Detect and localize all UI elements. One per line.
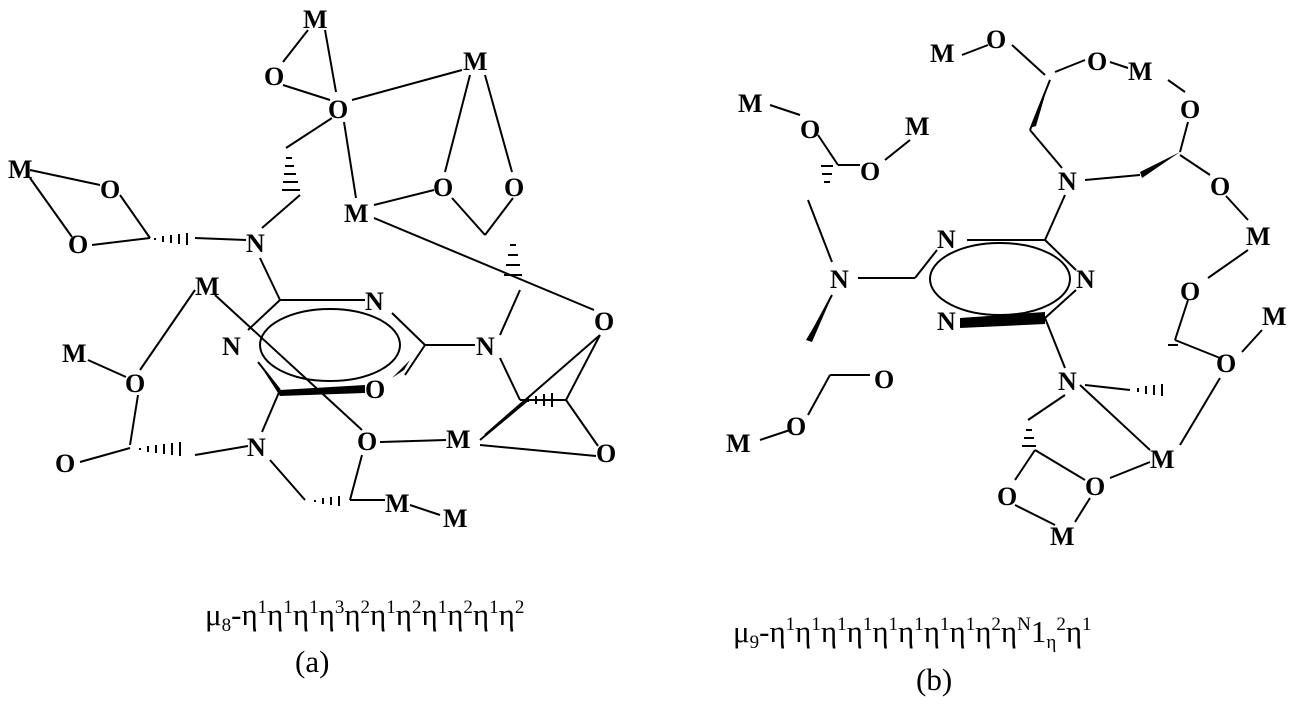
atom-label: M (1246, 222, 1271, 251)
structure-b-hashed-bonds (821, 165, 1178, 447)
atom-label: M (930, 39, 955, 68)
atom-label: O (594, 307, 614, 336)
atom-label: M (463, 47, 488, 76)
atom-label: O (786, 412, 806, 441)
atom-label: M (385, 489, 410, 518)
atom-label: N (246, 229, 265, 258)
atom-label: M (443, 504, 468, 533)
atom-label: M (738, 89, 763, 118)
structure-a-hashed-bonds (139, 157, 553, 506)
structure-b-wedge-bond-2 (1030, 78, 1050, 128)
atom-label: N (1076, 265, 1095, 294)
atom-label: M (905, 112, 930, 141)
structure-a-wedge-bond (258, 362, 365, 396)
atom-label: O (1180, 277, 1200, 306)
atom-label: O (264, 62, 284, 91)
mu-symbol: μ (205, 597, 222, 632)
atom-label: M (726, 429, 751, 458)
atom-label: M (1128, 57, 1153, 86)
atom-label: O (68, 230, 88, 259)
atom-label: N (937, 225, 956, 254)
atom-label: M (1150, 445, 1175, 474)
atom-label: O (328, 95, 348, 124)
atom-label: M (303, 5, 328, 34)
atom-label: O (1216, 349, 1236, 378)
atom-label: O (1210, 172, 1230, 201)
mu-subscript: 9 (750, 632, 760, 653)
atom-label: O (1180, 95, 1200, 124)
atom-label: M (8, 155, 33, 184)
atom-label: N (830, 265, 849, 294)
atom-label: O (55, 449, 75, 478)
atom-label: O (433, 173, 453, 202)
atom-label: O (986, 25, 1006, 54)
structure-a-wedge-bond-2 (392, 360, 410, 378)
atom-label: O (357, 427, 377, 456)
structure-b-wedge-bond-3 (1140, 152, 1180, 178)
atom-label: N (365, 287, 384, 316)
mu-symbol: μ (733, 614, 750, 649)
structure-b: M O O M O M O M O N O N N M N N O O M O … (726, 25, 1287, 697)
structure-b-label: (b) (916, 662, 952, 697)
atom-label: O (365, 375, 385, 404)
atom-label: O (874, 365, 894, 394)
atom-label: O (997, 482, 1017, 511)
atom-label: N (222, 332, 241, 361)
mu-subscript: 8 (222, 615, 232, 636)
atom-label: O (504, 173, 524, 202)
atom-label: O (860, 157, 880, 186)
atom-label: M (446, 425, 471, 454)
atom-label: O (800, 115, 820, 144)
structure-a: M O M O O O M M O O N O M N N M O N O O … (8, 5, 616, 679)
atom-label: N (937, 307, 956, 336)
structure-a-bonds (29, 29, 601, 516)
structure-a-label: (a) (295, 644, 329, 679)
atom-label: M (1262, 302, 1287, 331)
atom-label: N (1058, 167, 1077, 196)
atom-label: O (1087, 47, 1107, 76)
atom-label: N (1058, 367, 1077, 396)
structure-a-caption: μ8-η1η1η1η3η2η1η2η1η2η1η2 (205, 597, 524, 636)
atom-label: N (247, 433, 266, 462)
atom-label: O (125, 369, 145, 398)
structure-b-caption: μ9-η1η1η1η1η1η1η1η1η2ηN1η2η1 (733, 614, 1092, 653)
atom-label: O (100, 175, 120, 204)
structure-b-atoms: M O O M O M O M O N O N N M N N O O M O … (726, 25, 1287, 551)
structure-b-wedge-bond-4 (806, 296, 832, 342)
atom-label: M (62, 339, 87, 368)
atom-label: O (596, 439, 616, 468)
atom-label: N (476, 332, 495, 361)
structure-b-wedge-bond (960, 312, 1045, 328)
structure-a-atoms: M O M O O O M M O O N O M N N M O N O O … (8, 5, 616, 518)
atom-label: M (1050, 522, 1075, 551)
atom-label: M (344, 199, 369, 228)
atom-label: O (1085, 472, 1105, 501)
atom-label: M (195, 272, 220, 301)
